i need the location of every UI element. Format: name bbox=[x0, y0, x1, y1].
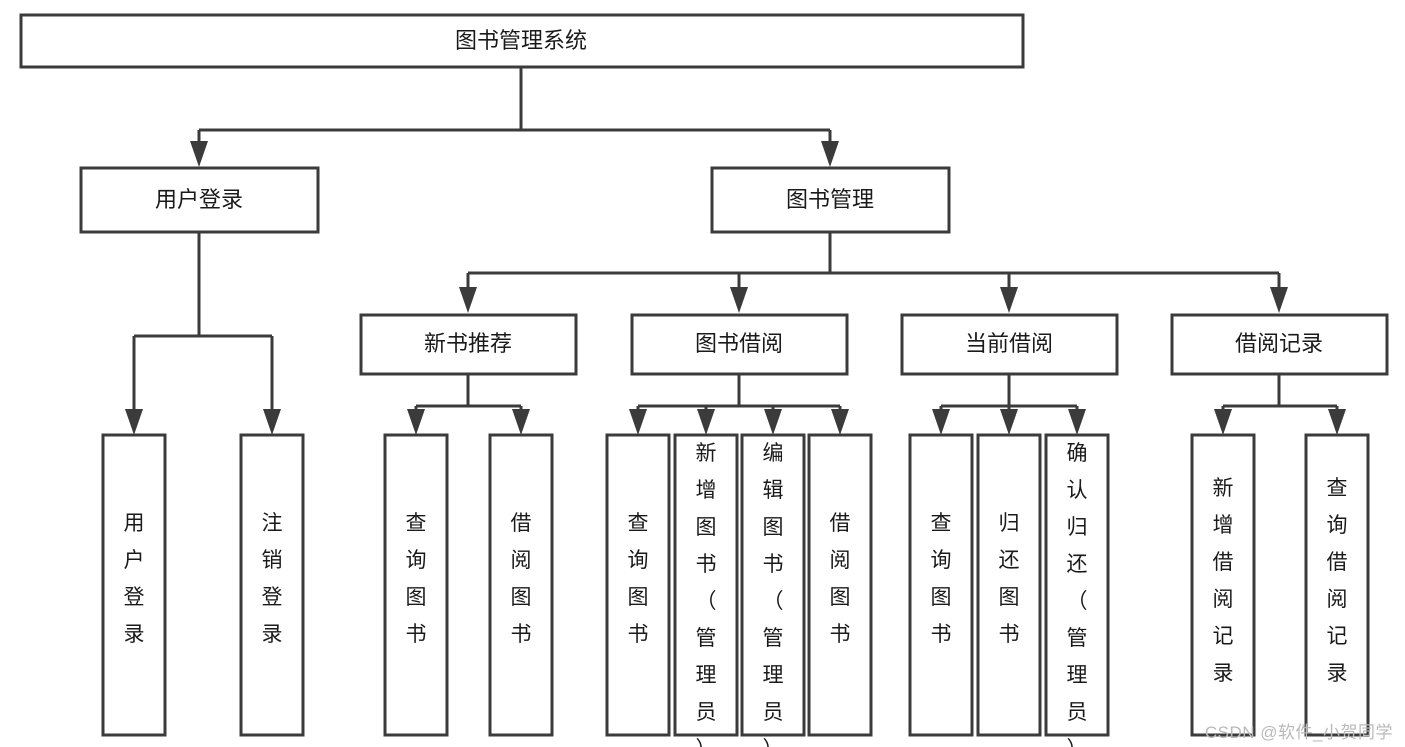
leaf-add-book-label: 新增图书（管理员） bbox=[696, 442, 717, 747]
leaf-edit-book-label: 编辑图书（管理员） bbox=[763, 442, 784, 747]
leaf-query-book-recommend-box bbox=[383, 433, 449, 737]
leaf-add-book-box bbox=[673, 433, 739, 737]
leaf-borrow-book-recommend-label: 借阅图书 bbox=[511, 512, 532, 646]
arrow-to-leaf-user-login bbox=[125, 409, 143, 435]
arrow-to-leaf-return-book bbox=[1000, 409, 1018, 435]
node-root-box bbox=[19, 13, 1025, 69]
leaf-query-book-borrow-box bbox=[605, 433, 671, 737]
leaf-edit-book-box bbox=[740, 433, 806, 737]
leaf-node-query-borrow-record[interactable]: 查询借阅记录 bbox=[1304, 433, 1370, 737]
node-current-borrow-label: 当前借阅 bbox=[965, 331, 1053, 356]
node-user-login-box bbox=[79, 166, 320, 234]
arrow-to-borrow-record bbox=[1270, 287, 1288, 313]
arrow-to-leaf-query-record bbox=[1328, 409, 1346, 435]
node-borrow-record-box bbox=[1170, 313, 1389, 376]
arrow-to-leaf-edit-book bbox=[764, 409, 782, 435]
leaf-node-confirm-return[interactable]: 确认归还（管理员） bbox=[1044, 433, 1110, 747]
leaf-borrow-book-box bbox=[807, 433, 873, 737]
leaf-return-book-label: 归还图书 bbox=[999, 512, 1020, 646]
arrow-to-user-login bbox=[190, 141, 208, 167]
arrow-to-leaf-query-book-2 bbox=[629, 409, 647, 435]
leaf-node-edit-book[interactable]: 编辑图书（管理员） bbox=[740, 433, 806, 747]
node-current-borrow[interactable]: 当前借阅 bbox=[900, 313, 1119, 376]
leaf-user-login-box bbox=[101, 433, 167, 737]
leaf-node-query-book-borrow[interactable]: 查询图书 bbox=[605, 433, 671, 737]
leaf-return-book-box bbox=[976, 433, 1042, 737]
arrow-to-book-management bbox=[821, 141, 839, 167]
leaf-query-book-borrow-label: 查询图书 bbox=[628, 512, 649, 646]
arrow-to-current-borrow bbox=[1000, 287, 1018, 313]
leaf-node-borrow-book[interactable]: 借阅图书 bbox=[807, 433, 873, 737]
arrow-to-new-book-recommend bbox=[459, 287, 477, 313]
leaf-node-logout[interactable]: 注销登录 bbox=[239, 433, 305, 737]
leaf-node-add-borrow-record[interactable]: 新增借阅记录 bbox=[1190, 433, 1256, 737]
node-user-login[interactable]: 用户登录 bbox=[79, 166, 320, 234]
leaf-query-book-recommend-label: 查询图书 bbox=[406, 512, 427, 646]
leaf-user-login-label: 用户登录 bbox=[124, 512, 145, 646]
leaf-add-borrow-record-box bbox=[1190, 433, 1256, 737]
leaf-borrow-book-label: 借阅图书 bbox=[830, 512, 851, 646]
leaf-query-borrow-record-label: 查询借阅记录 bbox=[1327, 477, 1348, 685]
node-book-management[interactable]: 图书管理 bbox=[710, 166, 951, 234]
arrow-to-book-borrow bbox=[730, 287, 748, 313]
leaf-confirm-return-label: 确认归还（管理员） bbox=[1067, 442, 1088, 747]
arrow-to-leaf-add-record bbox=[1214, 409, 1232, 435]
leaf-query-book-current-box bbox=[908, 433, 974, 737]
node-book-management-label: 图书管理 bbox=[786, 187, 874, 212]
arrow-to-leaf-borrow-book-2 bbox=[831, 409, 849, 435]
node-root-system[interactable]: 图书管理系统 bbox=[19, 13, 1025, 69]
arrow-to-leaf-add-book bbox=[697, 409, 715, 435]
arrow-to-leaf-logout bbox=[263, 409, 281, 435]
leaf-node-query-book-current[interactable]: 查询图书 bbox=[908, 433, 974, 737]
node-book-borrow[interactable]: 图书借阅 bbox=[630, 313, 849, 376]
leaf-borrow-book-recommend-box bbox=[488, 433, 554, 737]
leaf-node-add-book[interactable]: 新增图书（管理员） bbox=[673, 433, 739, 747]
node-book-borrow-box bbox=[630, 313, 849, 376]
node-borrow-record[interactable]: 借阅记录 bbox=[1170, 313, 1389, 376]
node-root-label: 图书管理系统 bbox=[455, 28, 587, 53]
leaf-confirm-return-box bbox=[1044, 433, 1110, 737]
leaf-node-borrow-book-recommend[interactable]: 借阅图书 bbox=[488, 433, 554, 737]
node-current-borrow-box bbox=[900, 313, 1119, 376]
arrow-to-leaf-query-book-3 bbox=[932, 409, 950, 435]
leaf-query-borrow-record-box bbox=[1304, 433, 1370, 737]
arrow-to-leaf-confirm-return bbox=[1068, 409, 1086, 435]
leaf-logout-label: 注销登录 bbox=[262, 512, 283, 646]
leaf-add-borrow-record-label: 新增借阅记录 bbox=[1213, 477, 1234, 685]
leaf-node-query-book-recommend[interactable]: 查询图书 bbox=[383, 433, 449, 737]
leaf-node-user-login[interactable]: 用户登录 bbox=[101, 433, 167, 737]
node-user-login-label: 用户登录 bbox=[155, 187, 243, 212]
leaf-query-book-current-label: 查询图书 bbox=[931, 512, 952, 646]
node-new-book-recommend-box bbox=[359, 313, 578, 376]
node-book-management-box bbox=[710, 166, 951, 234]
connector-layer bbox=[125, 67, 1346, 435]
arrow-to-leaf-query-book-1 bbox=[407, 409, 425, 435]
node-borrow-record-label: 借阅记录 bbox=[1235, 331, 1323, 356]
node-new-book-recommend-label: 新书推荐 bbox=[424, 331, 512, 356]
arrow-to-leaf-borrow-book-1 bbox=[512, 409, 530, 435]
leaf-node-return-book[interactable]: 归还图书 bbox=[976, 433, 1042, 737]
node-new-book-recommend[interactable]: 新书推荐 bbox=[359, 313, 578, 376]
node-book-borrow-label: 图书借阅 bbox=[695, 331, 783, 356]
leaf-logout-box bbox=[239, 433, 305, 737]
